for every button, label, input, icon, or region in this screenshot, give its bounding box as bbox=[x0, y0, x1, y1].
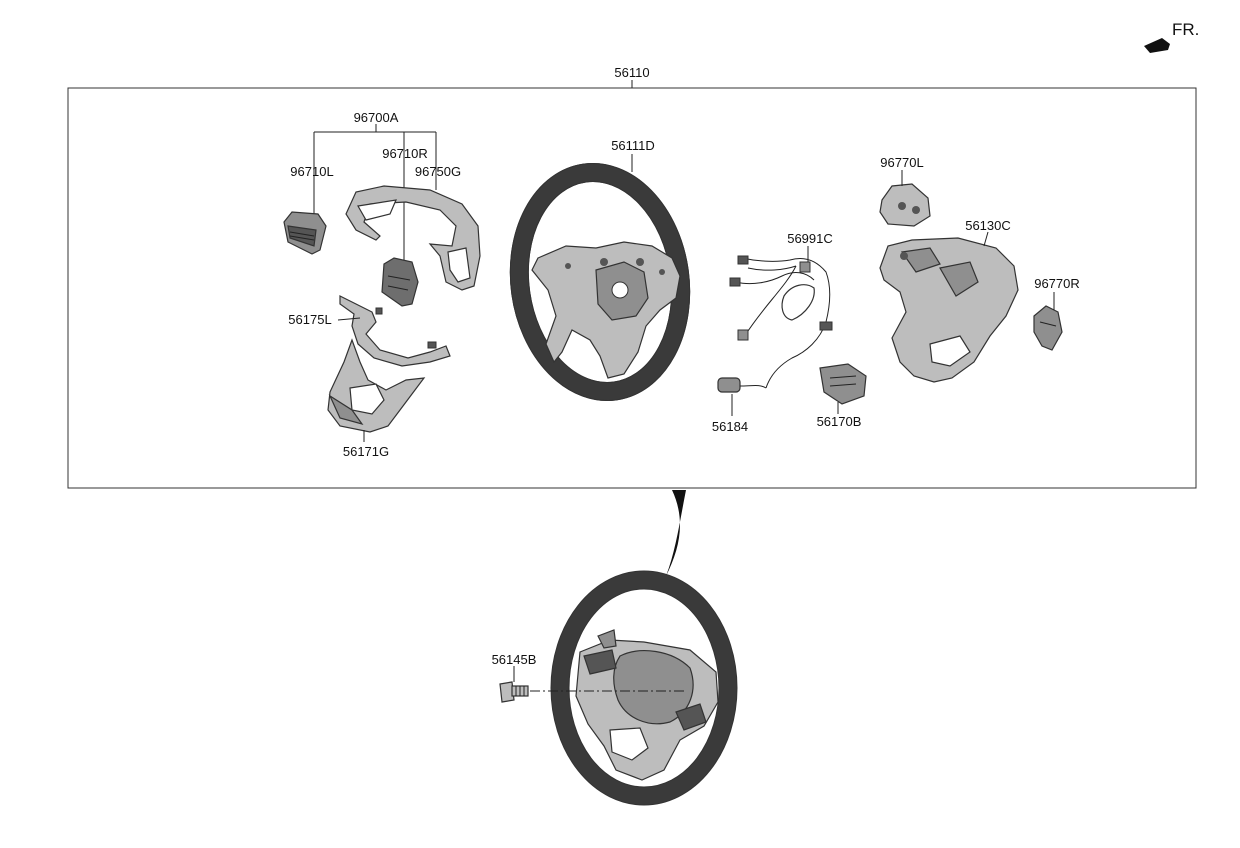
part-label-96770L: 96770L bbox=[880, 155, 923, 170]
connector-part bbox=[717, 377, 767, 393]
part-label-56111D: 56111D bbox=[611, 138, 655, 153]
part-label-56175L: 56175L bbox=[288, 312, 331, 327]
assembly-pointer bbox=[666, 490, 686, 576]
wiring-harness-part bbox=[729, 255, 833, 389]
wheel-frame-part bbox=[509, 163, 691, 401]
switch-right-part bbox=[381, 257, 419, 307]
part-label-56184: 56184 bbox=[712, 419, 748, 434]
part-label-56110: 56110 bbox=[614, 65, 649, 80]
part-label-96750G: 96750G bbox=[415, 164, 461, 179]
wheel-cover-part bbox=[879, 237, 1019, 383]
leader-line-56175L bbox=[337, 317, 361, 321]
part-label-56145B: 56145B bbox=[492, 652, 537, 667]
part-label-56130C: 56130C bbox=[965, 218, 1011, 233]
switch-left-part bbox=[283, 211, 327, 255]
assembled-wheel-part bbox=[550, 570, 738, 806]
orientation-label: FR. bbox=[1172, 20, 1199, 39]
part-label-96710R: 96710R bbox=[382, 146, 428, 161]
part-label-96700A: 96700A bbox=[354, 110, 399, 125]
lower-cover-part bbox=[327, 338, 426, 433]
part-label-56171G: 56171G bbox=[343, 444, 389, 459]
part-label-96770R: 96770R bbox=[1034, 276, 1080, 291]
part-label-96710L: 96710L bbox=[290, 164, 333, 179]
bolt-part bbox=[499, 681, 529, 703]
remote-right-part bbox=[1033, 305, 1063, 351]
front-direction-arrow-icon bbox=[1144, 38, 1170, 53]
part-label-56170B: 56170B bbox=[817, 414, 862, 429]
remote-left-part bbox=[879, 183, 931, 227]
lower-trim-part bbox=[339, 295, 451, 367]
cover-cap-part bbox=[819, 363, 867, 405]
leader-line-56130C bbox=[983, 231, 989, 247]
part-label-56991C: 56991C bbox=[787, 231, 833, 246]
upper-cover-part bbox=[345, 185, 481, 291]
